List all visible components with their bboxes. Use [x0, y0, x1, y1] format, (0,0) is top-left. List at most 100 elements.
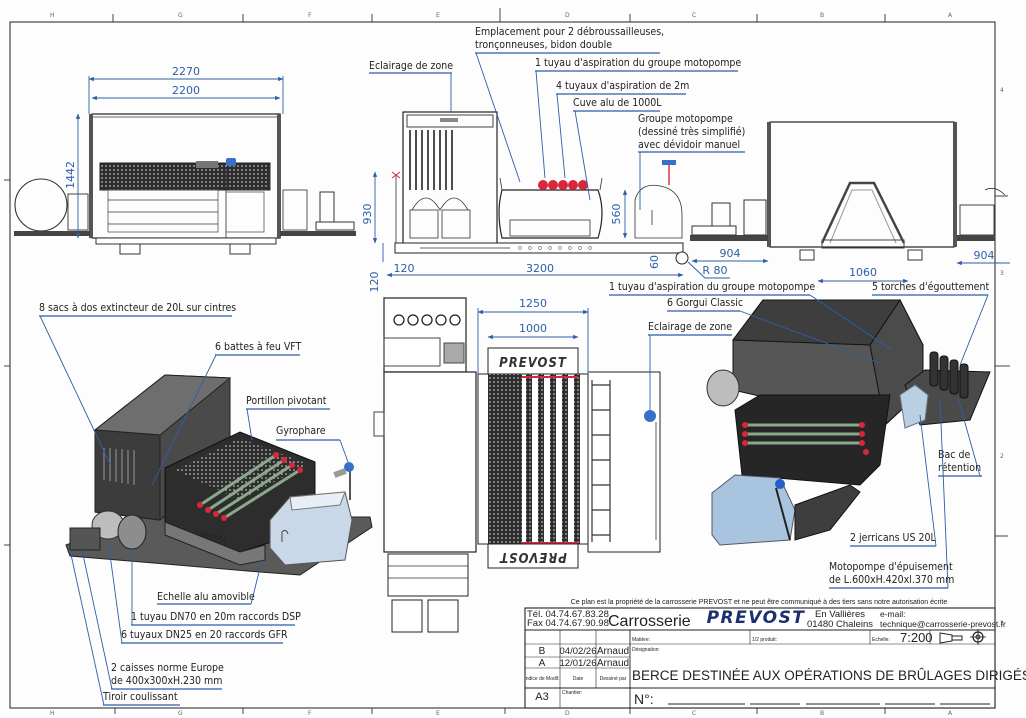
title-block-address-2: 01480 Chaleins — [807, 619, 873, 630]
title-block: Ce plan est la propriété de la carrosser… — [524, 599, 1026, 709]
label-gyrophare: Gyrophare — [276, 425, 326, 437]
dim-560: 560 — [610, 204, 623, 225]
title-block-email-label: e-mail: — [880, 609, 906, 619]
dim-length: 3200 — [526, 262, 554, 275]
label-battes: 6 battes à feu VFT — [215, 341, 302, 353]
label-emplacement-2: tronçonneuses, bidon double — [475, 39, 612, 51]
title-block-email[interactable]: technique@carrosserie-prevost.fr — [880, 619, 1006, 629]
title-block-format: A3 — [535, 691, 548, 703]
front-view: 2270 2200 1442 — [14, 65, 356, 255]
title-block-fax: Fax 04.74.67.90.98 — [527, 618, 609, 629]
label-motopompe-2: de L.600xH.420xl.370 mm — [829, 574, 954, 586]
title-block-tel: Tél. 04.74.67.83.28 — [527, 609, 609, 620]
frame-col-d: D — [565, 12, 570, 19]
column-indice: Indice de Modif. — [524, 676, 559, 682]
title-block-matiere-label: Matière: — [632, 637, 650, 643]
label-emplacement-1: Emplacement pour 2 débroussailleuses, — [475, 26, 664, 38]
dim-radius: R 80 — [702, 264, 727, 277]
label-caisses-2: de 400x300xH.230 mm — [111, 675, 222, 687]
dim-120-offset: 120 — [394, 262, 415, 275]
projection-symbol — [939, 629, 986, 645]
dim-120-vertical: 120 — [368, 272, 381, 293]
frame-col-f-bottom: F — [308, 710, 312, 717]
dim-1250: 1250 — [519, 297, 547, 310]
dim-outer-width: 2270 — [172, 65, 200, 78]
dim-904-left: 904 — [720, 247, 741, 260]
iso-left-view: ARNAOBA 8 sacs à dos extincteur de 20L s… — [39, 302, 373, 706]
top-view-brand-top: PREVOST — [499, 356, 567, 371]
top-view-brand-bottom: PREVOST — [499, 549, 567, 564]
label-tiroir: Tiroir coulissant — [102, 691, 178, 703]
side-view: 930 120 120 3200 560 60 R 80 Eclairage d… — [361, 26, 745, 293]
frame-col-b-bottom: B — [820, 710, 824, 717]
title-block-company: Carrosserie — [608, 613, 691, 630]
title-block-produit-label: 1/2 produit: — [752, 637, 777, 643]
label-gorgui: 6 Gorgui Classic — [667, 297, 743, 309]
frame-col-f: F — [308, 12, 312, 19]
dim-height: 1442 — [64, 161, 77, 189]
label-eclairage-top: Eclairage de zone — [369, 60, 453, 72]
label-tuyaux-dn25: 6 tuyaux DN25 en 20 raccords GFR — [121, 629, 288, 641]
frame-top-ticks — [112, 8, 886, 22]
revision-b-date: 04/02/26 — [560, 646, 597, 657]
label-4-tuyaux: 4 tuyaux d'aspiration de 2m — [556, 80, 689, 92]
dim-930: 930 — [361, 204, 374, 225]
frame-col-b: B — [820, 12, 824, 19]
iso-right-view: 1 tuyau d'aspiration du groupe motopompe… — [609, 281, 991, 589]
frame-col-a-bottom: A — [948, 710, 953, 717]
frame-col-e-bottom: E — [436, 710, 440, 717]
dim-1000: 1000 — [519, 322, 547, 335]
revision-a-author: Arnaud — [597, 658, 629, 669]
revision-b-author: Arnaud — [597, 646, 629, 657]
frame-row-2: 2 — [1000, 453, 1004, 460]
revision-a-indice: A — [539, 658, 546, 669]
title-block-designation-label: Désignation: — [632, 647, 660, 653]
top-view: PREVOST PREVOST 1250 1000 — [373, 297, 661, 633]
label-caisses-1: 2 caisses norme Europe — [111, 662, 224, 674]
label-motopompe-1: Motopompe d'épuisement — [829, 561, 953, 573]
frame-col-h: H — [50, 12, 55, 19]
frame-row-4: 4 — [1000, 87, 1004, 94]
frame-right-ticks — [995, 195, 1010, 537]
frame-col-d-bottom: D — [565, 710, 570, 717]
title-block-echelle-label: Echelle: — [872, 637, 890, 643]
label-sacs: 8 sacs à dos extincteur de 20L sur cintr… — [39, 302, 236, 314]
label-tuyau-aspiration-top: 1 tuyau d'aspiration du groupe motopompe — [535, 57, 741, 69]
title-block-designation: BERCE DESTINÉE AUX OPÉRATIONS DE BRÛLAGE… — [632, 668, 1026, 683]
frame-col-g: G — [178, 12, 183, 19]
title-block-chantier-label: Chantier: — [562, 690, 582, 696]
title-block-address-1: En Vallières — [815, 609, 865, 620]
label-groupe-1: Groupe motopompe — [638, 113, 733, 125]
frame-row-3: 3 — [1000, 270, 1004, 277]
title-block-brand: PREVOST — [707, 608, 806, 628]
label-echelle: Echelle alu amovible — [157, 591, 255, 603]
column-dessine: Dessiné par — [600, 676, 627, 682]
label-cuve: Cuve alu de 1000L — [573, 97, 662, 109]
drawing-frame: H G F E D C B A H G F E D C B A 4 3 2 1 — [4, 8, 1010, 717]
dim-60: 60 — [648, 255, 661, 269]
title-block-echelle-value: 7:200 — [900, 630, 933, 645]
dim-1060: 1060 — [849, 266, 877, 279]
frame-col-h-bottom: H — [50, 710, 55, 717]
label-bac-1: Bac de — [938, 449, 970, 461]
dim-904-right: 904 — [974, 249, 995, 262]
frame-col-c-bottom: C — [692, 710, 696, 717]
frame-col-a: A — [948, 12, 953, 19]
label-groupe-2: (dessiné très simplifié) — [638, 126, 745, 138]
revision-b-indice: B — [539, 646, 546, 657]
frame-col-e: E — [436, 12, 440, 19]
label-eclairage-right: Eclairage de zone — [648, 321, 732, 333]
column-date: Date — [573, 676, 584, 682]
frame-row-1: 1 — [1000, 620, 1004, 627]
revision-a-date: 12/01/26 — [560, 658, 597, 669]
frame-bottom-ticks — [114, 708, 886, 714]
label-bac-2: rétention — [938, 462, 981, 474]
label-groupe-3: avec dévidoir manuel — [638, 139, 740, 151]
frame-col-c: C — [692, 12, 696, 19]
dim-inner-width: 2200 — [172, 84, 200, 97]
title-block-numero-label: N°: — [634, 691, 654, 707]
frame-col-g-bottom: G — [178, 710, 183, 717]
label-torches: 5 torches d'égouttement — [872, 281, 989, 293]
rear-view: 904 904 1060 — [690, 121, 1010, 284]
